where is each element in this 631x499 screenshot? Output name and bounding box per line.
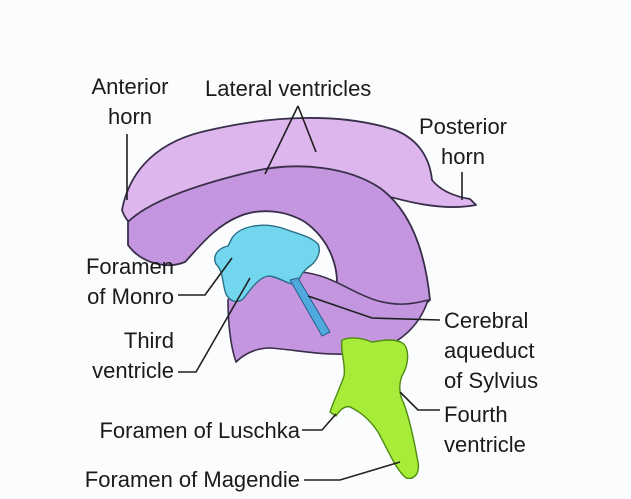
label-foramen-magendie: Foramen of Magendie	[84, 467, 300, 492]
leader-third-ventricle	[178, 277, 251, 373]
label-posterior-horn-line2: horn	[440, 144, 486, 169]
fourth-ventricle	[329, 337, 420, 480]
leader-lateral-2	[297, 105, 317, 153]
label-foramen-monro-line1: Foramen	[85, 254, 174, 279]
leader-foramen-luschka	[302, 413, 337, 431]
leader-foramen-magendie	[304, 461, 401, 481]
label-fourth-ventricle: Fourth ventricle	[444, 400, 526, 460]
label-foramen-monro: Foramen of Monro	[40, 252, 174, 312]
leader-foramen-monro	[178, 257, 233, 296]
leader-cerebral-aqueduct	[307, 295, 441, 321]
cerebral-aqueduct	[289, 277, 331, 337]
label-anterior-horn: Anterior horn	[70, 72, 190, 132]
label-foramen-luschka: Foramen of Luschka	[99, 418, 300, 443]
label-lateral-ventricles: Lateral ventricles	[205, 76, 372, 101]
label-cerebral-aqueduct-line3: of Sylvius	[444, 368, 539, 393]
label-foramen-monro-line2: of Monro	[87, 284, 174, 309]
label-anterior-horn-line1: Anterior	[91, 74, 169, 99]
label-cerebral-aqueduct-line1: Cerebral	[444, 308, 529, 333]
label-cerebral-aqueduct-line2: aqueduct	[444, 338, 535, 363]
label-cerebral-aqueduct: Cerebral aqueduct of Sylvius	[444, 306, 538, 396]
label-third-ventricle-line1: Third	[123, 328, 174, 353]
label-posterior-horn: Posterior horn	[398, 112, 528, 172]
leader-lateral-1	[264, 105, 299, 175]
label-anterior-horn-line2: horn	[107, 104, 153, 129]
label-posterior-horn-line1: Posterior	[418, 114, 508, 139]
leader-fourth-ventricle	[399, 391, 440, 411]
label-fourth-ventricle-line2: ventricle	[444, 432, 526, 457]
label-third-ventricle-line2: ventricle	[92, 358, 174, 383]
label-fourth-ventricle-line1: Fourth	[444, 402, 508, 427]
label-third-ventricle: Third ventricle	[40, 326, 174, 386]
